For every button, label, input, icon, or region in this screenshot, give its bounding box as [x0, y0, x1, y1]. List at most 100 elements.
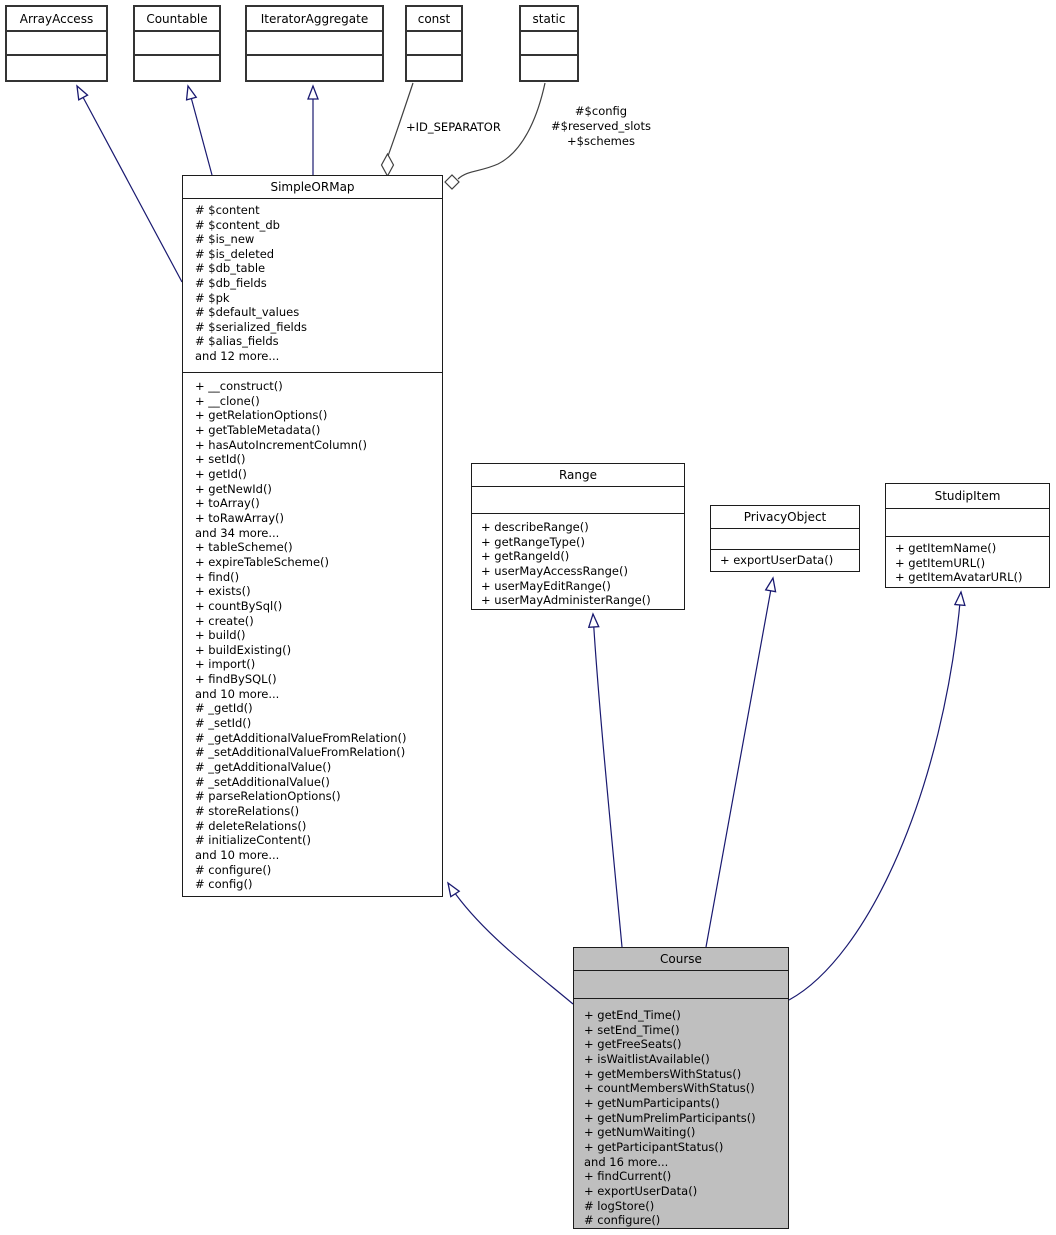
member-line: # $db_fields	[195, 275, 267, 290]
attributes-compartment-simpleormap: # $content# $content_db# $is_new# $is_de…	[183, 199, 442, 373]
methods-compartment-simpleormap: + __construct()+ __clone()+ getRelationO…	[183, 373, 442, 892]
class-title-simpleormap: SimpleORMap	[183, 176, 442, 199]
member-line: + getNumPrelimParticipants()	[584, 1110, 756, 1125]
member-line: +$schemes	[567, 134, 635, 148]
member-line: + getRelationOptions()	[195, 408, 328, 423]
member-line: # initializeContent()	[195, 833, 311, 848]
methods-compartment-course: + getEnd_Time()+ setEnd_Time()+ getFreeS…	[574, 999, 788, 1227]
member-line: + setEnd_Time()	[584, 1022, 680, 1037]
member-line: and 10 more...	[195, 848, 280, 862]
class-box-studipitem[interactable]: StudipItem + getItemName()+ getItemURL()…	[885, 483, 1050, 588]
member-line: # configure()	[584, 1213, 661, 1227]
member-line: + create()	[195, 613, 254, 628]
inheritance-edge-simpleormap-to-arrayaccess	[76, 84, 183, 283]
member-line: + tableScheme()	[195, 540, 293, 555]
empty-attributes-compartment	[711, 529, 859, 550]
member-line: #$reserved_slots	[551, 119, 651, 133]
member-line: # parseRelationOptions()	[195, 789, 341, 804]
member-line: + getRangeType()	[481, 534, 586, 549]
member-line: # _getAdditionalValueFromRelation()	[195, 730, 407, 745]
member-line: + countBySql()	[195, 598, 283, 613]
member-line: + getItemName()	[895, 541, 997, 555]
member-line: # _getAdditionalValue()	[195, 760, 332, 775]
methods-compartment-studipitem: + getItemName()+ getItemURL()+ getItemAv…	[886, 537, 1049, 586]
member-line: + userMayAccessRange()	[481, 563, 628, 578]
empty-attributes-compartment	[886, 509, 1049, 537]
member-line: + hasAutoIncrementColumn()	[195, 437, 367, 452]
member-line: # $is_deleted	[195, 246, 275, 261]
member-line: + describeRange()	[481, 520, 589, 534]
empty-methods-compartment	[521, 56, 577, 80]
member-line: + getNewId()	[195, 481, 272, 496]
empty-attributes-compartment	[521, 32, 577, 56]
member-line: + toArray()	[195, 496, 260, 511]
member-line: + findCurrent()	[584, 1169, 672, 1184]
aggregation-edge-const-to-simpleormap	[387, 82, 414, 157]
inheritance-edge-course-to-range	[587, 612, 623, 948]
member-line: # $db_table	[195, 261, 266, 276]
empty-attributes-compartment	[7, 32, 106, 56]
member-line: + exportUserData()	[584, 1183, 698, 1198]
member-line: # _getId()	[195, 701, 253, 716]
member-line: + toRawArray()	[195, 510, 284, 525]
empty-attributes-compartment	[407, 32, 461, 56]
member-line: and 10 more...	[195, 686, 280, 701]
member-line: + build()	[195, 628, 246, 643]
empty-attributes-compartment	[135, 32, 219, 56]
member-line: + findBySQL()	[195, 672, 277, 687]
member-line: # storeRelations()	[195, 804, 300, 819]
member-line: # _setAdditionalValueFromRelation()	[195, 745, 406, 760]
member-line: + getTableMetadata()	[195, 422, 321, 437]
empty-methods-compartment	[247, 56, 382, 80]
class-box-const[interactable]: const	[405, 5, 463, 82]
class-box-arrayaccess[interactable]: ArrayAccess	[5, 5, 108, 82]
class-title-countable: Countable	[135, 7, 219, 32]
class-box-course[interactable]: Course + getEnd_Time()+ setEnd_Time()+ g…	[573, 947, 789, 1229]
aggregation-edge-static-to-simpleormap	[457, 82, 546, 180]
member-line: + isWaitlistAvailable()	[584, 1051, 710, 1066]
class-title-course: Course	[574, 948, 788, 971]
edge-label-static-members: #$config#$reserved_slots+$schemes	[545, 104, 657, 149]
class-box-countable[interactable]: Countable	[133, 5, 221, 82]
class-box-iteratoraggregate[interactable]: IteratorAggregate	[245, 5, 384, 82]
member-line: # $serialized_fields	[195, 319, 308, 334]
class-title-privacyobject: PrivacyObject	[711, 506, 859, 529]
member-line: + setId()	[195, 452, 246, 467]
member-line: + getMembersWithStatus()	[584, 1066, 742, 1081]
class-box-range[interactable]: Range + describeRange()+ getRangeType()+…	[471, 463, 685, 610]
member-line: # _setId()	[195, 716, 252, 731]
member-line: # deleteRelations()	[195, 818, 307, 833]
empty-methods-compartment	[407, 56, 461, 80]
member-line: # $default_values	[195, 305, 300, 320]
empty-attributes-compartment	[472, 487, 684, 514]
class-box-static[interactable]: static	[519, 5, 579, 82]
methods-compartment-privacyobject: + exportUserData()	[711, 550, 859, 570]
inheritance-edge-course-to-simpleormap	[447, 881, 574, 1005]
member-line: + userMayAdministerRange()	[481, 593, 651, 608]
aggregation-diamond-const	[380, 152, 395, 178]
member-line: + exportUserData()	[720, 553, 834, 567]
member-line: + expireTableScheme()	[195, 554, 329, 569]
member-line: + find()	[195, 569, 240, 584]
member-line: + __clone()	[195, 393, 260, 408]
class-box-simpleormap[interactable]: SimpleORMap # $content# $content_db# $is…	[182, 175, 443, 897]
member-line: + getNumWaiting()	[584, 1125, 696, 1140]
methods-compartment-range: + describeRange()+ getRangeType()+ getRa…	[472, 514, 684, 608]
member-line: + getItemURL()	[895, 555, 986, 570]
member-line: + getRangeId()	[481, 549, 570, 564]
member-line: + userMayEditRange()	[481, 578, 611, 593]
edge-label-id-separator: +ID_SEPARATOR	[406, 120, 501, 134]
member-line: #$config	[574, 104, 628, 118]
member-line: # logStore()	[584, 1198, 655, 1213]
class-box-privacyobject[interactable]: PrivacyObject + exportUserData()	[710, 505, 860, 572]
class-title-static: static	[521, 7, 577, 32]
member-line: + getEnd_Time()	[584, 1008, 681, 1022]
member-line: # $content	[195, 203, 260, 217]
member-line: # $content_db	[195, 217, 280, 232]
aggregation-diamond-static	[444, 174, 460, 190]
inheritance-edge-course-to-privacyobject	[705, 576, 777, 948]
member-line: # configure()	[195, 862, 272, 877]
empty-attributes-compartment	[574, 971, 788, 999]
member-line: + getParticipantStatus()	[584, 1139, 724, 1154]
member-line: # $pk	[195, 290, 230, 305]
